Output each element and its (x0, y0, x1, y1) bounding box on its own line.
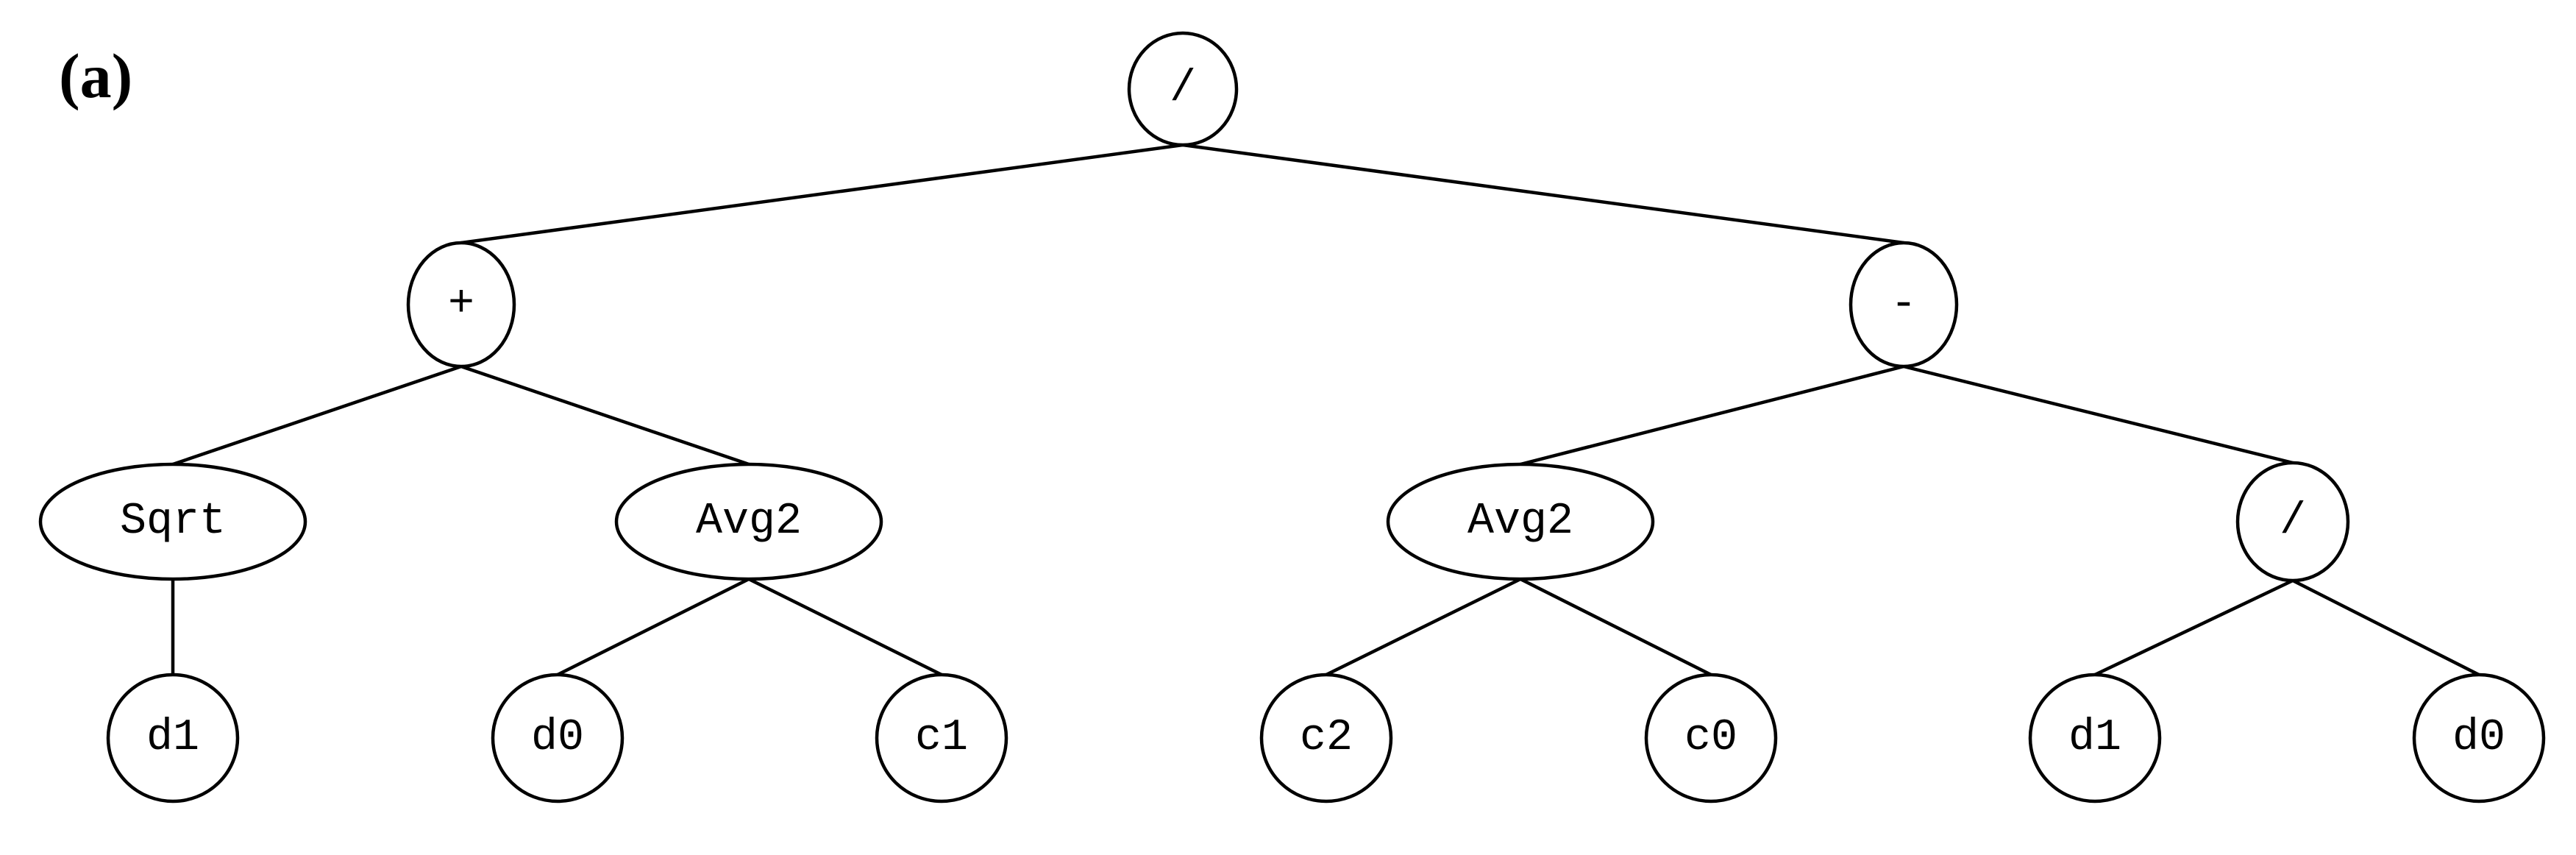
tree-node-label: d0 (2452, 713, 2505, 763)
tree-node-label: / (2280, 497, 2306, 547)
tree-node: c2 (1259, 673, 1393, 803)
tree-node-shape (875, 673, 1008, 803)
tree-node-shape (1849, 241, 1959, 369)
tree-node: d1 (106, 673, 240, 803)
tree-node: c0 (1644, 673, 1778, 803)
tree-edge (556, 577, 750, 677)
tree-node-shape (1644, 673, 1778, 803)
tree-node: Avg2 (614, 462, 883, 581)
tree-edge (460, 364, 750, 466)
tree-node-shape (614, 462, 883, 581)
tree-node-label: d1 (146, 713, 199, 763)
tree-node: / (2235, 461, 2350, 583)
panel-label: (a) (59, 40, 132, 111)
tree-node-shape (38, 462, 307, 581)
tree-edge (1326, 577, 1521, 677)
tree-edge (747, 577, 943, 677)
tree-edge (1182, 143, 1904, 245)
tree-edge (460, 143, 1184, 245)
tree-nodes: / + - Sqrt Avg2 Avg2 / d1 d0 c1 c2 c0 d1 d0 (38, 31, 2546, 803)
tree-node-label: / (1170, 64, 1196, 114)
tree-node-label: Avg2 (696, 497, 802, 547)
tree-node-shape (2412, 673, 2546, 803)
tree-edge (1520, 364, 1904, 466)
tree-node-label: c2 (1300, 713, 1353, 763)
tree-node: Sqrt (38, 462, 307, 581)
tree-node-shape (2028, 673, 2162, 803)
tree-node: d0 (491, 673, 625, 803)
tree-node: + (406, 241, 516, 369)
tree-node: Avg2 (1386, 462, 1655, 581)
tree-node-label: Sqrt (120, 497, 226, 547)
tree-node-label: c1 (915, 713, 968, 763)
tree-node-shape (406, 241, 516, 369)
tree-node-shape (491, 673, 625, 803)
tree-node-label: d1 (2068, 713, 2121, 763)
tree-node: / (1127, 31, 1239, 147)
tree-node: d1 (2028, 673, 2162, 803)
tree-node-label: Avg2 (1467, 497, 1573, 547)
tree-edge (2291, 578, 2480, 677)
tree-edge (1519, 577, 1712, 677)
tree-node-shape (106, 673, 240, 803)
tree-node-label: c0 (1684, 713, 1737, 763)
tree-node-label: + (448, 280, 474, 330)
tree-node-label: - (1890, 280, 1917, 330)
tree-node-label: d0 (531, 713, 584, 763)
tree-node: c1 (875, 673, 1008, 803)
tree-node-shape (2235, 461, 2350, 583)
tree-edge (172, 364, 462, 466)
tree-edge (2094, 578, 2294, 677)
tree-edge (1903, 364, 2294, 465)
tree-node-shape (1127, 31, 1239, 147)
tree-node: - (1849, 241, 1959, 369)
tree-node: d0 (2412, 673, 2546, 803)
tree-edges (171, 143, 2480, 677)
tree-node-shape (1386, 462, 1655, 581)
tree-node-shape (1259, 673, 1393, 803)
